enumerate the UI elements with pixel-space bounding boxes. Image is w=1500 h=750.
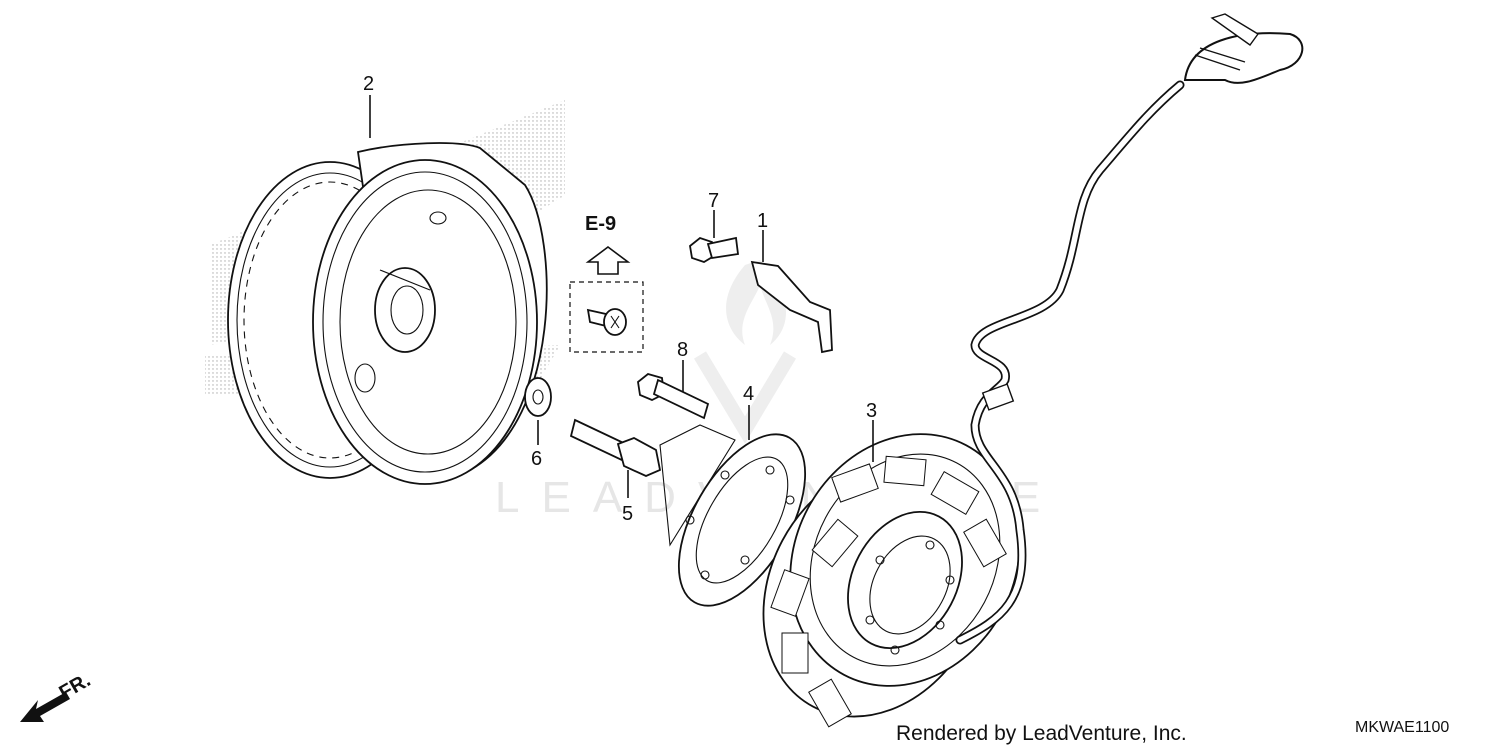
stator-part-3 [762, 433, 1021, 728]
gasket-part-4 [659, 424, 807, 607]
bracket-part-1 [750, 260, 833, 354]
leader-lines [369, 95, 874, 498]
reference-box [569, 281, 644, 353]
reference-label: E-9 [585, 213, 616, 235]
callout-6: 6 [531, 448, 542, 470]
callout-8: 8 [677, 339, 688, 361]
front-direction-arrow-icon [20, 692, 70, 722]
bolt-part-8 [637, 373, 710, 420]
bolt-part-7 [689, 236, 740, 263]
callout-7: 7 [708, 190, 719, 212]
flywheel-part-2 [227, 142, 548, 485]
callout-4: 4 [743, 383, 754, 405]
callout-2: 2 [363, 73, 374, 95]
diagram-code: MKWAE1100 [1355, 719, 1449, 736]
up-arrow-icon [585, 246, 631, 275]
rendered-by-credit: Rendered by LeadVenture, Inc. [896, 722, 1187, 745]
callout-3: 3 [866, 400, 877, 422]
callout-1: 1 [757, 210, 768, 232]
wire-harness [955, 13, 1304, 645]
bolt-part-5 [569, 418, 662, 477]
washer-part-6 [524, 377, 552, 417]
callout-5: 5 [622, 503, 633, 525]
